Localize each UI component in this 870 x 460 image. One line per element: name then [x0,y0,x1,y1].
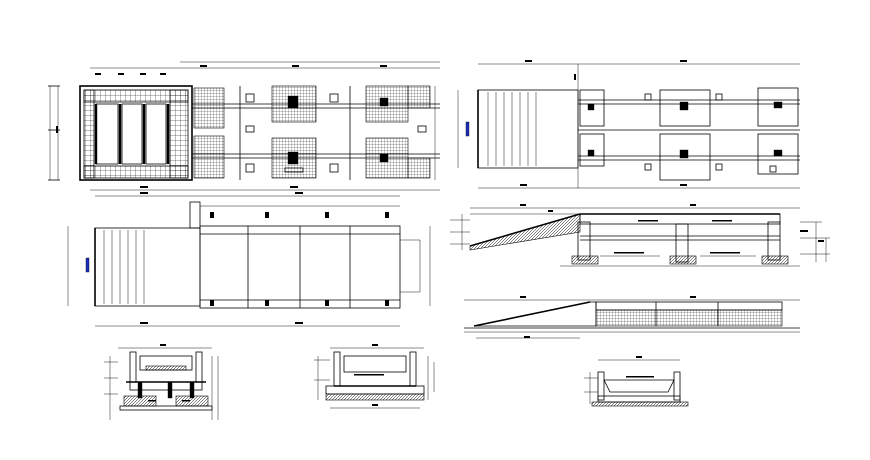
ramp-plan-view [67,192,431,327]
longitudinal-section-view [450,204,830,267]
section-marker [465,121,470,137]
cross-section-a-view [104,344,219,420]
deck-plan-view [457,60,800,189]
cross-section-b-view [314,344,435,409]
foundation-plan-view [48,61,440,191]
side-elevation-view [464,296,800,339]
section-marker [85,257,90,273]
cross-section-c-view [584,356,689,407]
